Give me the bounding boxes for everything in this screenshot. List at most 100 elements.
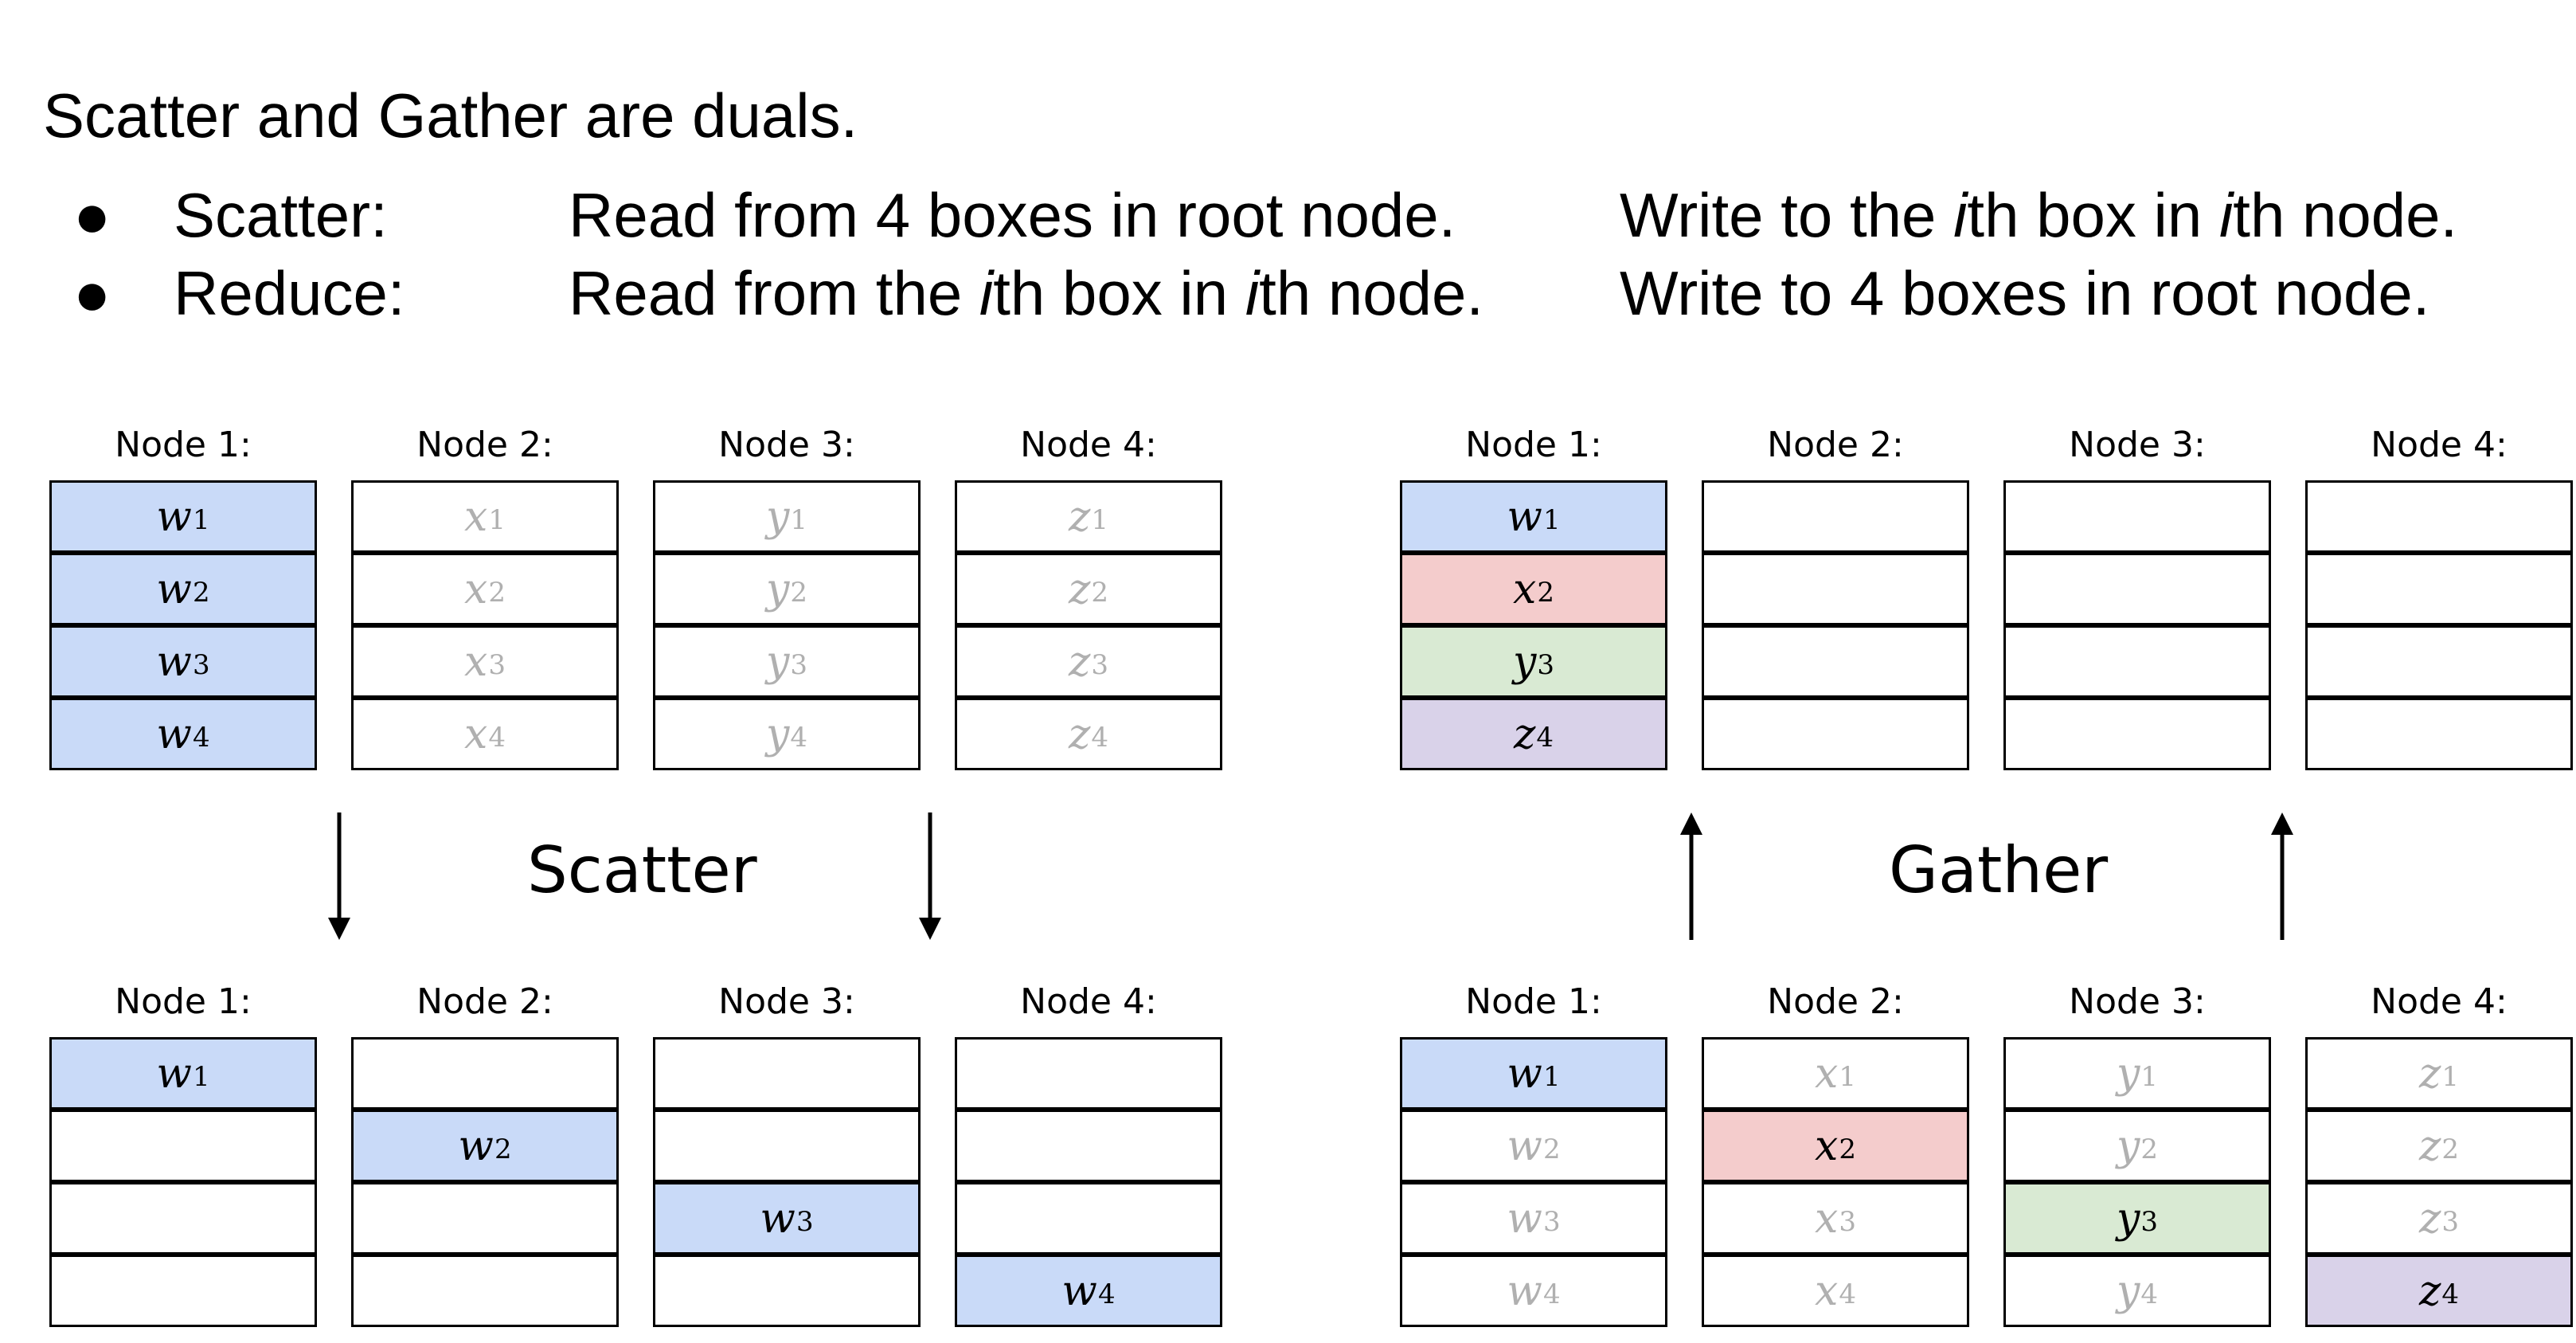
bullet-read-text: Read from 4 boxes in root node. [569, 180, 1456, 250]
box-index: 2 [2441, 1133, 2460, 1165]
node-label: Node 3: [2069, 425, 2206, 465]
box-index: 3 [488, 648, 506, 681]
box-variable: x [1513, 565, 1537, 613]
box-variable: y [2116, 1049, 2140, 1098]
bullet-write-text: Write to the ith box in ith node. [1620, 180, 2458, 250]
bullet-scatter: ● Scatter: Read from 4 boxes in root nod… [0, 177, 2576, 253]
box-index: 4 [2140, 1278, 2159, 1310]
node-label: Node 1: [1465, 981, 1602, 1022]
box-variable: y [1512, 637, 1537, 686]
box-variable: w [1507, 492, 1542, 541]
box-variable: w [760, 1194, 795, 1243]
bullet-reduce: ● Reduce: Read from the ith box in ith n… [0, 255, 2576, 331]
box-index: 1 [1091, 503, 1109, 536]
box-index: 4 [1536, 721, 1554, 754]
box-index: 4 [1542, 1278, 1561, 1310]
memory-box [1702, 698, 1969, 770]
memory-box [2305, 625, 2573, 698]
memory-box [2003, 698, 2271, 770]
box-index: 1 [192, 1060, 210, 1093]
box-index: 4 [2441, 1278, 2460, 1310]
bullet-marker: ● [73, 180, 111, 250]
memory-box [653, 1037, 921, 1110]
box-index: 1 [2140, 1060, 2159, 1093]
slide-title: Scatter and Gather are duals. [43, 80, 858, 151]
box-index: 3 [1091, 648, 1109, 681]
box-variable: w [156, 492, 192, 541]
gather-up-arrow-left [1680, 812, 1702, 940]
memory-box [351, 1182, 619, 1255]
node-label: Node 2: [416, 425, 553, 465]
box-variable: w [156, 1049, 192, 1098]
box-index: 3 [795, 1205, 814, 1238]
box-index: 2 [2140, 1133, 2159, 1165]
box-variable: z [1068, 492, 1091, 541]
box-index: 1 [1542, 503, 1561, 536]
node-label: Node 3: [2069, 981, 2206, 1022]
box-variable: z [2418, 1049, 2441, 1098]
box-variable: z [2418, 1194, 2441, 1243]
box-variable: y [765, 492, 790, 541]
gather-up-arrow-right [2271, 812, 2293, 940]
node-label: Node 1: [1465, 425, 1602, 465]
box-variable: x [1815, 1194, 1839, 1243]
memory-box [351, 1255, 619, 1327]
memory-box [2003, 553, 2271, 625]
box-variable: x [1815, 1122, 1839, 1170]
scatter-label: Scatter [527, 833, 757, 907]
node-label: Node 4: [1020, 981, 1157, 1022]
box-index: 3 [192, 648, 210, 681]
box-index: 2 [494, 1133, 512, 1165]
memory-box [2003, 480, 2271, 553]
memory-box [653, 1110, 921, 1182]
memory-box [49, 1255, 317, 1327]
box-index: 4 [1097, 1278, 1116, 1310]
box-index: 3 [2441, 1205, 2460, 1238]
box-index: 4 [488, 721, 506, 754]
box-variable: y [2116, 1267, 2140, 1315]
box-variable: z [1513, 710, 1536, 758]
box-index: 3 [790, 648, 808, 681]
box-variable: z [2418, 1267, 2441, 1315]
bullet-label: Scatter: [174, 180, 388, 250]
box-index: 4 [1091, 721, 1109, 754]
node-label: Node 1: [115, 425, 252, 465]
box-index: 4 [790, 721, 808, 754]
box-index: 2 [790, 576, 808, 609]
box-index: 4 [1839, 1278, 1856, 1310]
memory-box [955, 1182, 1222, 1255]
box-index: 2 [1091, 576, 1109, 609]
box-variable: w [1507, 1194, 1542, 1243]
memory-box [653, 1255, 921, 1327]
box-index: 2 [192, 576, 210, 609]
memory-box [2305, 553, 2573, 625]
box-variable: w [1507, 1122, 1542, 1170]
memory-box [49, 1182, 317, 1255]
node-label: Node 4: [2371, 981, 2508, 1022]
bullet-label: Reduce: [174, 258, 405, 328]
box-variable: y [765, 637, 790, 686]
box-variable: y [765, 565, 790, 613]
bullet-marker: ● [73, 258, 111, 328]
node-label: Node 2: [1767, 425, 1904, 465]
box-index: 1 [2441, 1060, 2460, 1093]
box-variable: x [1815, 1267, 1839, 1315]
